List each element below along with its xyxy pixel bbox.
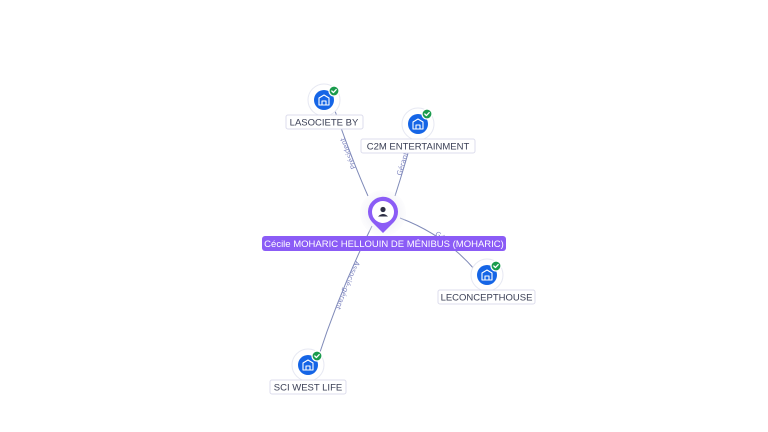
company-label-bg bbox=[437, 289, 536, 305]
company-node-lasociete[interactable]: LASOCIETE BY bbox=[285, 83, 364, 130]
building-icon bbox=[481, 269, 493, 281]
edge-label-c2m: Gérant bbox=[396, 151, 411, 177]
center-label: Cécile MOHARIC HELLOUIN DE MÉNIBUS (MOHA… bbox=[264, 239, 504, 250]
edge-label-sciwest: Associé-gérant bbox=[334, 260, 362, 311]
company-label: LASOCIETE BY bbox=[290, 118, 359, 129]
building-icon bbox=[412, 118, 424, 130]
center-node[interactable]: Cécile MOHARIC HELLOUIN DE MÉNIBUS (MOHA… bbox=[262, 190, 506, 251]
company-label: SCI WEST LIFE bbox=[274, 383, 342, 394]
check-icon bbox=[328, 85, 340, 97]
company-label-bg bbox=[360, 138, 476, 154]
building-icon bbox=[302, 359, 314, 371]
company-node-leconcepthouse[interactable]: LECONCEPTHOUSE bbox=[437, 258, 536, 305]
person-icon bbox=[378, 206, 388, 217]
check-icon bbox=[490, 260, 502, 272]
company-node-c2m[interactable]: C2M ENTERTAINMENT bbox=[360, 107, 476, 154]
edge-label-lasociete: Président bbox=[339, 136, 358, 170]
check-icon bbox=[311, 350, 323, 362]
company-label: LECONCEPTHOUSE bbox=[441, 293, 533, 304]
center-label-bg bbox=[262, 236, 506, 251]
check-icon bbox=[421, 108, 433, 120]
company-label-bg bbox=[285, 114, 364, 130]
company-label-bg bbox=[269, 379, 347, 395]
building-icon bbox=[318, 94, 330, 106]
company-node-sciwestlife[interactable]: SCI WEST LIFE bbox=[269, 348, 347, 395]
company-label: C2M ENTERTAINMENT bbox=[367, 142, 470, 153]
